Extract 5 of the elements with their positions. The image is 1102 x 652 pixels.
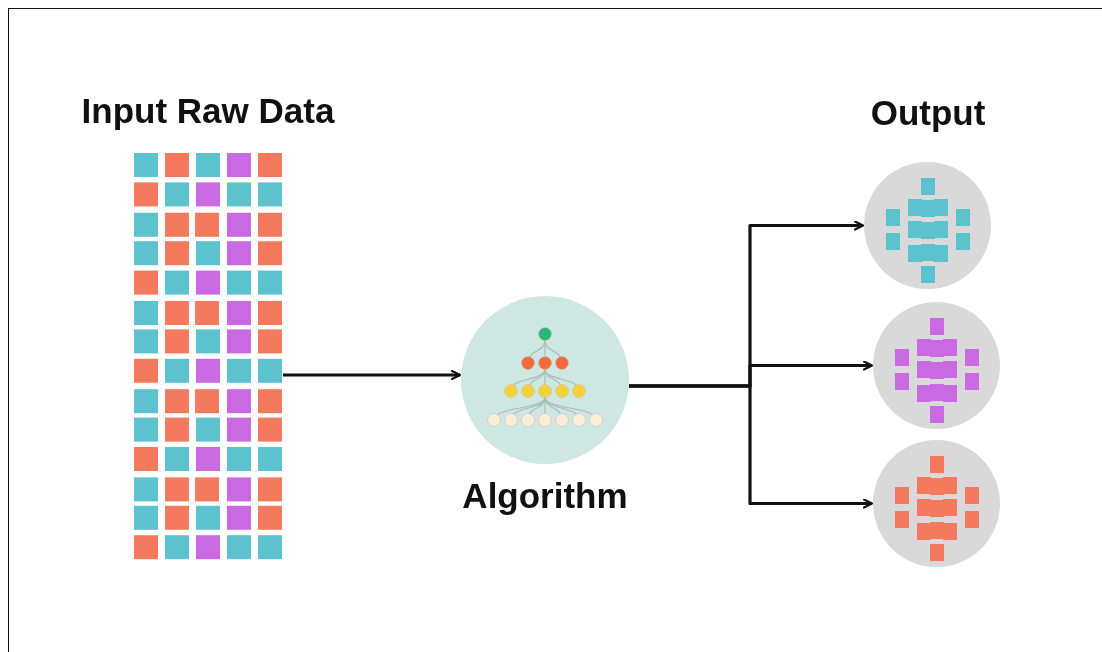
arrow (283, 369, 462, 381)
arrow (629, 384, 874, 509)
heading: Algorithm (461, 476, 629, 516)
heading: Output (869, 93, 987, 133)
heading: Input Raw Data (80, 91, 336, 131)
